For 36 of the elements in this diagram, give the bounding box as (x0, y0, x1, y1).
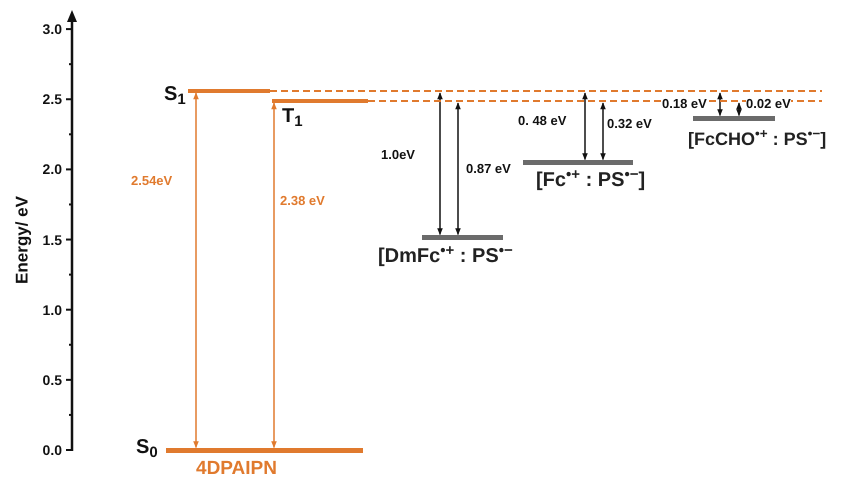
edge-label: 0.87 eV (466, 162, 511, 175)
tick-label: 2.0 (42, 162, 62, 176)
energy-level-bar (523, 160, 633, 164)
double-arrow (582, 92, 588, 160)
compound-label: 4DPAIPN (196, 459, 277, 478)
energy-level-bar (693, 116, 775, 120)
edge-label: 0.32 eV (607, 117, 652, 130)
edge-label: 0. 48 eV (518, 114, 566, 127)
tick-label: 0.0 (42, 443, 62, 457)
double-arrow (717, 92, 723, 116)
tick-label: 1.0 (42, 302, 62, 317)
state-label: T$_{1}$ (282, 106, 303, 126)
energy-level-bar (188, 89, 822, 93)
state-label: [Fc$^{•+}$ : PS$^{•−}$] (536, 170, 646, 190)
edge-label: 2.38 eV (280, 194, 325, 207)
tick-label: 0.5 (42, 372, 62, 387)
double-arrow (736, 102, 742, 116)
double-arrow (600, 102, 606, 160)
edge-label: 1.0eV (381, 148, 415, 161)
edge-label: 2.54eV (131, 174, 172, 187)
tick-label: 3.0 (42, 22, 62, 36)
state-label: S$_{1}$ (164, 84, 186, 104)
double-arrow (437, 92, 443, 236)
tick-label: 2.5 (42, 92, 62, 106)
energy-level-bar (422, 234, 503, 240)
tick-label: 1.5 (42, 232, 62, 247)
state-label: S$_{0}$ (136, 437, 158, 457)
energy-level-bar (166, 448, 363, 452)
state-label: [DmFc$^{•+}$ : PS$^{•−}$ (378, 246, 513, 266)
axis-title: Energy/ eV (14, 196, 30, 284)
double-arrow (193, 92, 199, 448)
state-label: [FcCHO$^{•+}$ : PS$^{•−}$] (688, 130, 826, 148)
edge-label: 0.02 eV (746, 97, 791, 110)
double-arrow (271, 102, 277, 448)
edge-label: 0.18 eV (662, 97, 707, 110)
double-arrow (455, 102, 461, 236)
